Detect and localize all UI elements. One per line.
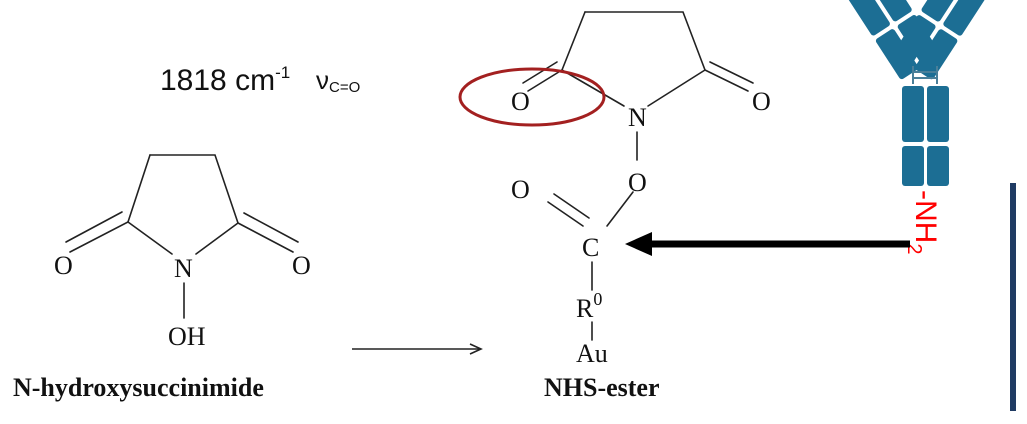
antibody-segment (927, 86, 949, 142)
ester-ring-bond (647, 69, 706, 107)
antibody-segment (927, 146, 949, 186)
reaction-arrow-head (469, 343, 483, 355)
nhs-ester-structure: O O N O O C R0 Au (511, 11, 771, 368)
carbonyl-stretch-label: νC=O (316, 65, 360, 96)
amine-prefix: -NH (909, 190, 942, 243)
ester-carbon: C (582, 233, 599, 262)
antibody-segment (921, 0, 970, 22)
ester-ring-bond (561, 11, 586, 71)
nhs-nitrogen: N (174, 254, 193, 283)
r-group-superscript: 0 (593, 289, 602, 309)
n-hydroxysuccinimide-structure: O O N OH (54, 154, 311, 351)
carbonyl-subscript: C=O (329, 79, 360, 96)
antibody-segment (902, 146, 924, 186)
nhs-ring-bond (127, 154, 151, 223)
nhs-ring-bond (149, 154, 239, 224)
ester-nitrogen: N (628, 103, 647, 132)
ester-carbonyl-bond (527, 69, 563, 92)
ir-frequency-exponent: -1 (275, 63, 290, 82)
ester-ring-bond (584, 11, 706, 71)
nhs-carbonyl-bond (243, 212, 299, 243)
ester-carbonyl-bond (704, 69, 749, 92)
antibody-segment (893, 15, 936, 66)
carbonyl-highlight-ellipse (458, 67, 606, 127)
antibody-icon (842, 0, 992, 186)
ir-frequency-label: 1818 cm-1 (160, 63, 290, 97)
ester-ring-oxygen-left: O (511, 87, 530, 116)
amine-group-label: -NH2 (903, 190, 942, 254)
nu-symbol: ν (316, 65, 329, 95)
antibody-segment (863, 0, 912, 22)
antibody-segment (902, 86, 924, 142)
ester-carbonyl-bond (547, 201, 584, 227)
antibody-segment (915, 29, 958, 80)
ester-carbonyl-oxygen: O (511, 175, 530, 204)
reaction-arrow (352, 343, 483, 355)
ester-carbonyl-bond (553, 193, 590, 219)
ester-ring-bond (561, 69, 625, 107)
r-group-letter: R (576, 294, 594, 323)
ester-ring-oxygen-right: O (752, 87, 771, 116)
amine-subscript: 2 (903, 243, 925, 254)
nhs-oxygen-left: O (54, 251, 73, 280)
ester-r-group: R0 (576, 289, 602, 323)
nhs-hydroxyl: OH (168, 322, 206, 351)
attack-arrow-head (625, 232, 652, 256)
nhs-carbonyl-bond (65, 211, 123, 243)
caption-n-hydroxysuccinimide: N-hydroxysuccinimide (13, 373, 264, 402)
antibody-segment (842, 0, 890, 36)
ester-carbonyl-bond (709, 61, 754, 84)
ester-o-c-bond (606, 191, 634, 227)
ester-linking-oxygen: O (628, 168, 647, 197)
nhs-carbonyl-bond (69, 221, 129, 253)
ester-carbonyl-bond (522, 61, 558, 84)
caption-nhs-ester: NHS-ester (544, 373, 660, 402)
nhs-ring-bond (127, 221, 173, 255)
nucleophilic-attack-arrow (625, 232, 910, 256)
slide-sidebar-bar (1010, 183, 1016, 411)
nhs-ring-bond (195, 222, 239, 255)
antibody-arm-right (893, 0, 992, 80)
antibody-segment (943, 0, 992, 36)
nhs-carbonyl-bond (237, 222, 294, 253)
nhs-oxygen-right: O (292, 251, 311, 280)
ester-gold: Au (576, 339, 608, 368)
ir-frequency-value: 1818 cm (160, 64, 275, 97)
